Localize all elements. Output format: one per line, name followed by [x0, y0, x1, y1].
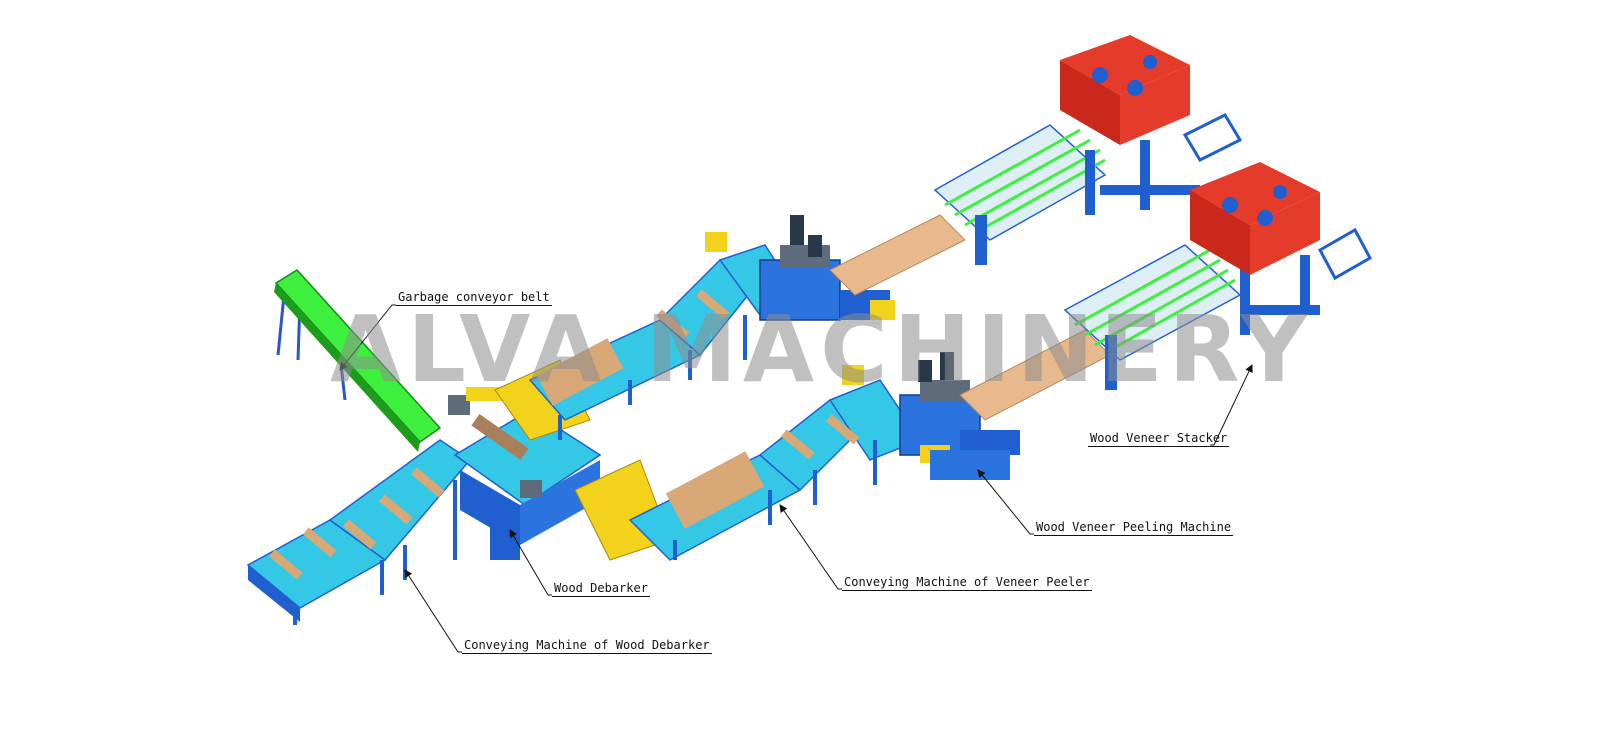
leader-garbage-conveyor: [339, 304, 396, 371]
leader-wood-debarker: [509, 529, 552, 596]
upper-veneer-stacker: [933, 35, 1243, 265]
label-conveying-machine-veneer-peeler: Conveying Machine of Veneer Peeler: [842, 575, 1092, 591]
lower-veneer-peeling-machine: [842, 352, 1020, 480]
watermark-text: ALVA MACHINERY: [330, 296, 1314, 403]
leader-veneer-peeling: [977, 469, 1034, 535]
leader-conveying-peeler: [779, 504, 842, 590]
label-wood-debarker: Wood Debarker: [552, 581, 650, 597]
label-wood-veneer-stacker: Wood Veneer Stacker: [1088, 431, 1230, 447]
upper-peeler-conveyor: [494, 244, 802, 441]
leader-conveying-debarker: [404, 569, 462, 653]
leader-veneer-stacker: [1210, 364, 1253, 446]
wood-debarker-machine: [448, 387, 602, 560]
label-garbage-conveyor-belt: Garbage conveyor belt: [396, 290, 552, 306]
leader-lines: [339, 304, 1253, 653]
debarker-infeed-conveyor: [246, 439, 472, 625]
lower-peeler-conveyor: [574, 379, 922, 561]
upper-veneer-peeling-machine: [705, 215, 895, 321]
lower-veneer-stacker: [1063, 162, 1373, 390]
veneer-sheet-upper: [829, 214, 966, 296]
label-conveying-machine-wood-debarker: Conveying Machine of Wood Debarker: [462, 638, 712, 654]
label-wood-veneer-peeling-machine: Wood Veneer Peeling Machine: [1034, 520, 1234, 536]
